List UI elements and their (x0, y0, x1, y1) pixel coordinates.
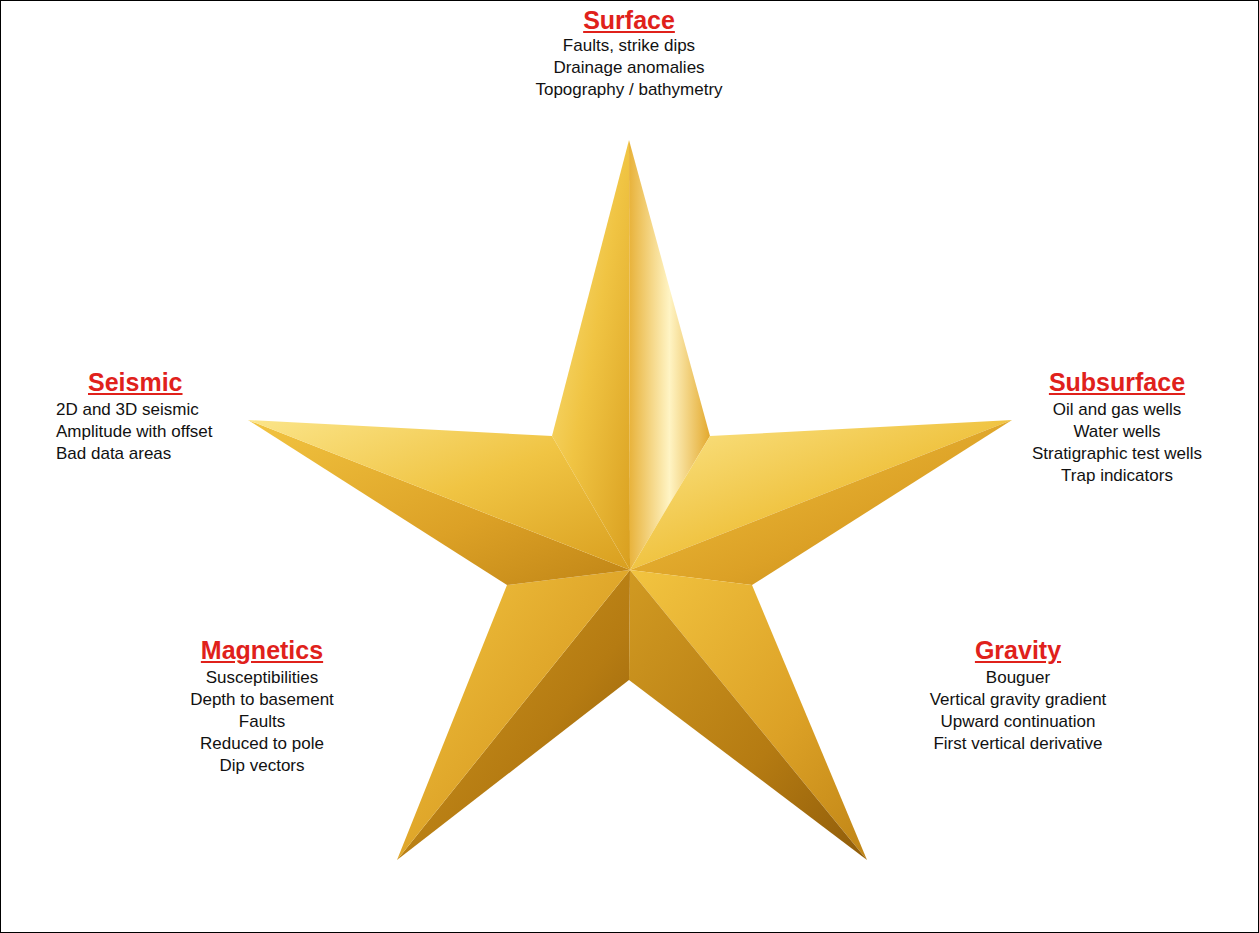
group-heading: Gravity (975, 635, 1061, 665)
item-text: Faults, strike dips (563, 36, 695, 56)
item-text: Amplitude with offset (56, 422, 213, 442)
item-text: Topography / bathymetry (535, 80, 722, 100)
item-text: Dip vectors (219, 756, 304, 776)
group-heading: Subsurface (1049, 367, 1185, 397)
group-heading: Seismic (88, 367, 183, 397)
item-text: Susceptibilities (206, 668, 318, 688)
item-text: Faults (239, 712, 285, 732)
item-text: Depth to basement (190, 690, 334, 710)
item-text: Upward continuation (941, 712, 1096, 732)
item-text: Drainage anomalies (553, 58, 704, 78)
item-text: First vertical derivative (933, 734, 1102, 754)
item-text: 2D and 3D seismic (56, 400, 199, 420)
item-text: Bouguer (986, 668, 1050, 688)
item-text: Stratigraphic test wells (1032, 444, 1202, 464)
item-text: Trap indicators (1061, 466, 1173, 486)
group-heading: Magnetics (201, 635, 323, 665)
item-text: Water wells (1073, 422, 1160, 442)
group-heading: Surface (583, 5, 675, 35)
gold-star (248, 140, 1012, 860)
item-text: Vertical gravity gradient (930, 690, 1107, 710)
item-text: Reduced to pole (200, 734, 324, 754)
item-text: Bad data areas (56, 444, 171, 464)
item-text: Oil and gas wells (1053, 400, 1182, 420)
